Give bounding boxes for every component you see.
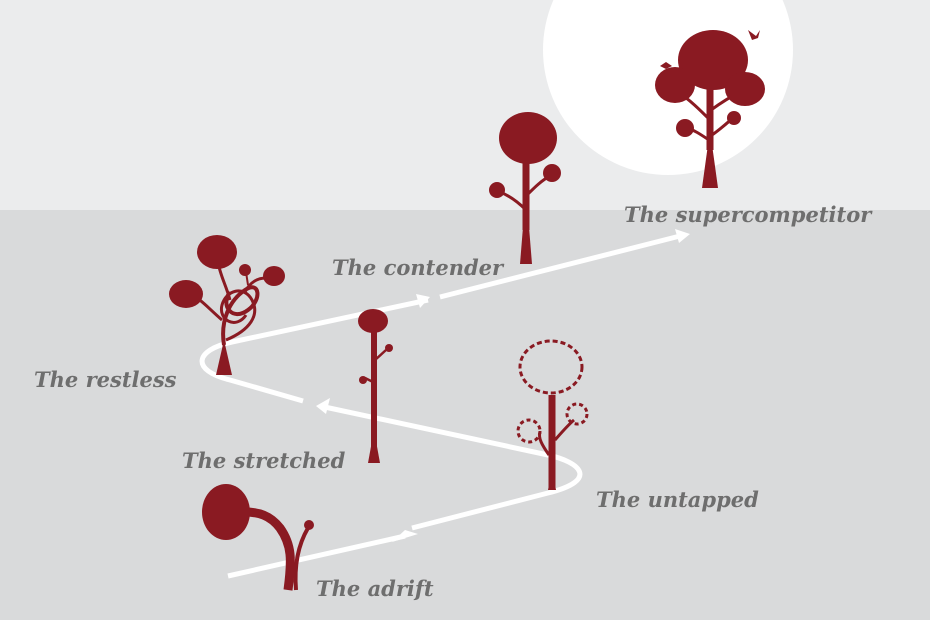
arrowhead-1	[392, 530, 418, 542]
tree-supercompetitor-icon	[655, 30, 765, 188]
tree-untapped-icon	[516, 339, 589, 490]
path-segment-3	[199, 297, 429, 404]
tree-adrift-icon	[202, 484, 314, 591]
label-supercompetitor: The supercompetitor	[624, 202, 872, 227]
tree-contender-icon	[489, 112, 561, 264]
tree-restless-icon	[169, 235, 285, 375]
label-stretched: The stretched	[182, 448, 346, 473]
label-adrift: The adrift	[316, 576, 434, 601]
path-arrowheads	[316, 229, 690, 542]
flying-bird-icon	[748, 30, 760, 40]
ground-band	[0, 210, 930, 620]
tree-stretched-icon	[358, 309, 393, 463]
label-contender: The contender	[332, 255, 504, 280]
label-untapped: The untapped	[596, 487, 759, 512]
label-restless: The restless	[34, 367, 177, 392]
path-segment-1	[227, 533, 406, 579]
bird-on-branch-icon	[660, 62, 672, 69]
path-segment-4	[439, 233, 681, 300]
arrowhead-2	[316, 398, 330, 414]
arrowhead-4	[675, 229, 690, 243]
arrowhead-3	[416, 294, 430, 308]
